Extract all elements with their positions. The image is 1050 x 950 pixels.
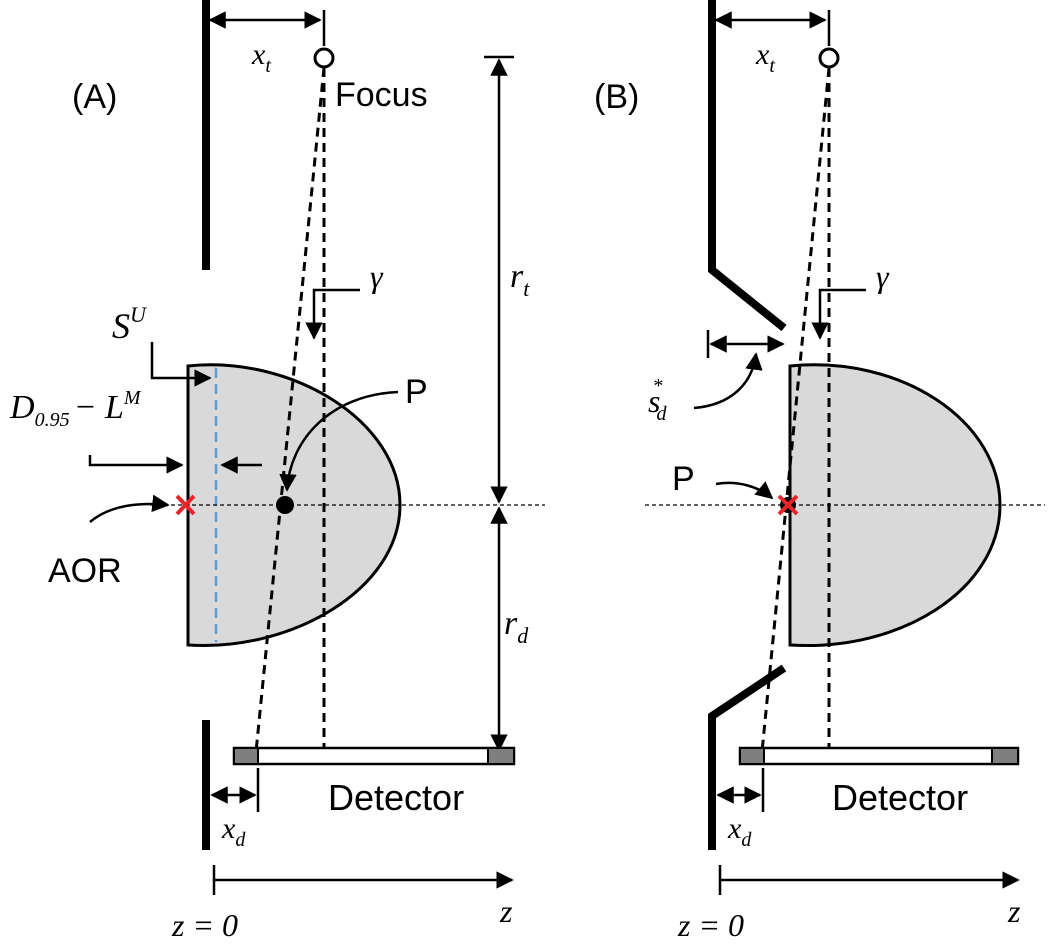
- aor-marker-b: [777, 494, 799, 516]
- focus-point: [313, 47, 335, 69]
- z0-label-b: z = 0: [677, 907, 744, 943]
- d095-leader: [88, 455, 184, 474]
- p-leader: [279, 390, 399, 492]
- gamma-leader: [305, 288, 360, 340]
- su-label: SU: [112, 302, 148, 346]
- aor-leader: [89, 494, 170, 523]
- z-label: z: [499, 893, 513, 929]
- panel-b: (B) xt γ s*d P Detector: [594, 0, 1045, 943]
- panel-b-label: (B): [594, 78, 639, 116]
- detector: [232, 746, 516, 766]
- detector-edge-left: [233, 747, 259, 765]
- panel-a: (A) Focus xt γ rt rd SU D0.95− L: [9, 0, 545, 943]
- gamma-leader-b: [811, 288, 866, 340]
- p-label-b: P: [672, 460, 695, 498]
- rd-label: rd: [504, 605, 529, 648]
- aor-marker: [175, 494, 196, 516]
- point-p: [276, 496, 294, 514]
- z0-label: z = 0: [171, 907, 238, 943]
- xt-label-b: xt: [755, 38, 775, 77]
- ray-oblique: [254, 67, 326, 753]
- sd-label: s*d: [648, 375, 667, 425]
- p-label: P: [405, 373, 428, 411]
- phantom-b: [788, 363, 1002, 648]
- z-label-b: z: [1007, 893, 1021, 929]
- detector-b-edge-left: [739, 747, 765, 765]
- xd-label: xd: [221, 812, 246, 851]
- sd-leader: [693, 352, 763, 410]
- gamma-label: γ: [370, 258, 384, 294]
- gamma-label-b: γ: [876, 258, 890, 294]
- detector-b: [738, 746, 1020, 766]
- detector-edge-right: [487, 747, 515, 765]
- rt-label: rt: [510, 258, 530, 301]
- support-wall-lower-b: [708, 664, 787, 850]
- xt-label: xt: [251, 38, 271, 77]
- focus-point-b: [818, 47, 840, 69]
- detector-label: Detector: [328, 777, 464, 818]
- support-wall-upper-b: [708, 0, 787, 332]
- detector-b-edge-right: [991, 747, 1019, 765]
- focus-label: Focus: [335, 76, 428, 114]
- aor-label: AOR: [48, 552, 122, 590]
- detector-label-b: Detector: [832, 777, 968, 818]
- xd-label-b: xd: [727, 812, 752, 851]
- panel-a-label: (A): [72, 78, 117, 116]
- d095-label: D0.95− LM: [9, 387, 142, 431]
- su-leader: [150, 342, 212, 387]
- ray-oblique-b: [760, 67, 831, 753]
- p-leader-b: [715, 481, 774, 500]
